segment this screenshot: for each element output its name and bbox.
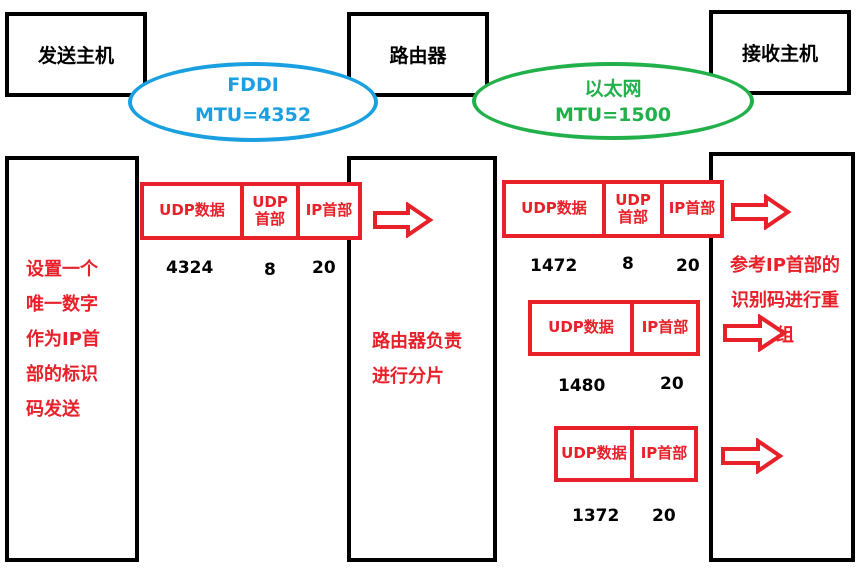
arrow-right-icon: [373, 202, 434, 238]
fragment-udp-data: UDP数据: [554, 426, 634, 482]
size-label: 1480: [558, 376, 606, 396]
ethernet-mtu: MTU=1500: [554, 104, 672, 126]
fragment-udp-data: UDP数据: [502, 180, 606, 238]
router-note: 路由器负责 进行分片: [372, 324, 482, 394]
size-label: 20: [676, 256, 700, 276]
sender-header: 发送主机: [5, 12, 147, 97]
sender-note-line: 部的标识: [26, 364, 98, 385]
arrow-right-icon: [723, 314, 788, 352]
sender-note-line: 码发送: [26, 399, 80, 420]
sender-note-line: 唯一数字: [26, 294, 98, 315]
fddi-name: FDDI: [227, 74, 279, 96]
udp-header-label: UDP: [615, 190, 651, 209]
udp-header-label2: 首部: [254, 210, 285, 228]
sender-note-line: 作为IP首: [26, 329, 100, 350]
size-label: 8: [264, 260, 276, 280]
arrow-right-icon: [731, 194, 792, 230]
size-label: 1472: [530, 256, 578, 276]
sender-note: 设置一个 唯一数字 作为IP首 部的标识 码发送: [26, 252, 126, 427]
size-label: 4324: [166, 258, 214, 278]
fddi-mtu: MTU=4352: [194, 104, 312, 126]
size-label: 1372: [572, 506, 620, 526]
fddi-ellipse: [128, 62, 378, 142]
router-note-line: 进行分片: [372, 366, 444, 387]
size-label: 20: [312, 258, 336, 278]
arrow-right-icon: [721, 438, 784, 474]
receiver-header-label: 接收主机: [741, 43, 818, 65]
size-label: 20: [660, 374, 684, 394]
router-note-line: 路由器负责: [372, 331, 462, 352]
receiver-note-line: 识别码进行重: [731, 290, 839, 311]
packet-ip-header: IP首部: [296, 182, 362, 240]
size-label: 20: [652, 506, 676, 526]
fragment-ip-header: IP首部: [630, 300, 700, 356]
receiver-note-line: 参考IP首部的: [730, 255, 840, 276]
router-header-label: 路由器: [389, 45, 447, 67]
ethernet-ellipse: [472, 62, 754, 140]
sender-column: [5, 156, 139, 562]
sender-header-label: 发送主机: [37, 45, 114, 67]
sender-note-line: 设置一个: [26, 259, 98, 280]
fragment-udp-data: UDP数据: [528, 300, 634, 356]
receiver-note: 参考IP首部的 识别码进行重 组: [720, 248, 850, 353]
fragment-ip-header: IP首部: [660, 180, 724, 238]
packet-udp-data: UDP数据: [140, 182, 244, 240]
udp-header-label2: 首部: [617, 208, 648, 226]
size-label: 8: [622, 254, 634, 274]
fragment-ip-header: IP首部: [630, 426, 698, 482]
udp-header-label: UDP: [252, 192, 288, 211]
router-header: 路由器: [347, 12, 489, 97]
ethernet-name: 以太网: [584, 78, 642, 100]
